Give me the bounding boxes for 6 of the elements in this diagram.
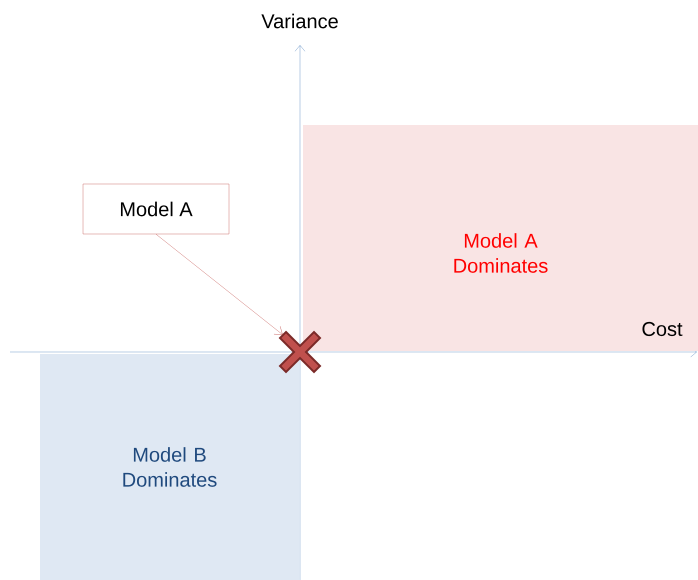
label-box: Model A bbox=[82, 184, 230, 234]
axis-label: Cost bbox=[642, 322, 682, 336]
dominance-region: Model B Dominates bbox=[40, 354, 299, 580]
leader-arrow bbox=[156, 234, 283, 335]
axis-label: Variance bbox=[261, 14, 338, 28]
cross-marker bbox=[278, 330, 322, 374]
